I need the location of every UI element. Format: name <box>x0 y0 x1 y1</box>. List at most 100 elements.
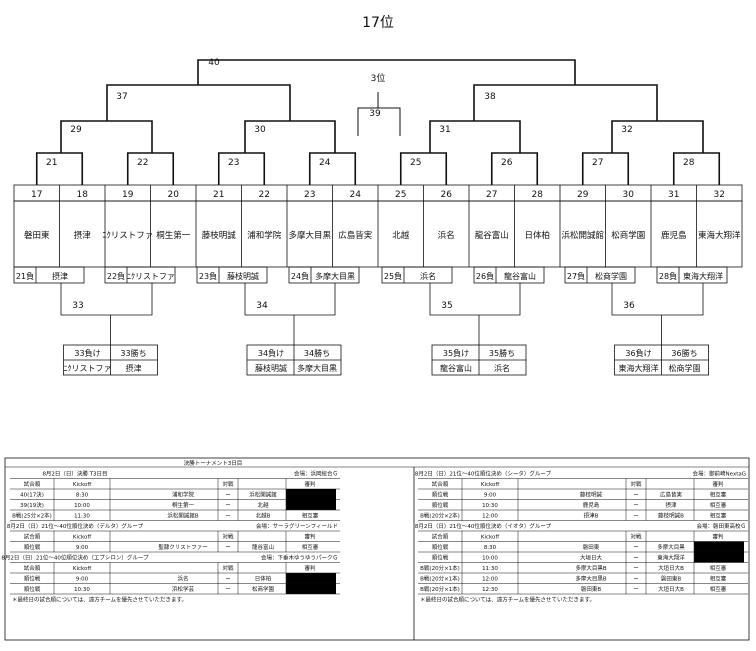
cell-order: 順位戦 <box>24 543 41 551</box>
cell-vs: ー <box>633 556 639 562</box>
cell-referee: 相互審 <box>710 585 727 593</box>
consolation-line-35 <box>429 283 521 316</box>
consolation-lose-team: 龍谷富山 <box>440 363 472 373</box>
bracket-title: 17位 <box>362 15 394 31</box>
col-match: 対戦 <box>630 533 642 541</box>
consolation-lose-label: 36負け <box>625 348 651 358</box>
cell-away-team: 東海大翔洋 <box>657 554 685 562</box>
seed-number: 29 <box>577 190 589 200</box>
match-number-32: 32 <box>621 125 632 135</box>
cell-home-team: 多摩大目黒B <box>575 575 607 583</box>
cell-vs: ー <box>225 493 231 499</box>
block-venue: 会場：磐田東高校Ｇ <box>696 522 746 530</box>
seed-number: 26 <box>441 190 453 200</box>
block-venue: 会場：浜岡総合Ｇ <box>294 470 338 478</box>
block-date: 8月2日（日）21位～40位順位決め（エプシロン）グループ <box>1 554 149 562</box>
consolation-line-33 <box>60 283 153 316</box>
round1-line-22 <box>126 152 175 185</box>
team-name: 広島皆実 <box>338 230 373 241</box>
semi-line-37 <box>106 84 291 121</box>
cell-away-team: 摂津 <box>665 501 677 509</box>
cell-kickoff: 10:30 <box>482 503 498 509</box>
block-venue: 会場：下垂木ゆうゆうパークＧ <box>261 554 338 562</box>
cell-referee: 相互審 <box>710 512 727 520</box>
cell-kickoff: 12:30 <box>482 587 498 593</box>
consolation-line-36 <box>611 283 704 316</box>
schedule-frame <box>4 457 750 641</box>
match-number-22: 22 <box>137 158 148 168</box>
consolation-win-team: 多摩大目黒 <box>297 363 337 373</box>
match-number-24: 24 <box>319 158 331 168</box>
loser-label: 24負 <box>291 271 309 281</box>
quarter-line-29 <box>60 120 153 153</box>
match-number-25: 25 <box>410 158 421 168</box>
consolation-lose-label: 33負け <box>74 348 100 358</box>
col-order: 試合順 <box>24 480 41 488</box>
team-name: 日体柏 <box>524 230 550 241</box>
cell-vs: ー <box>225 577 231 583</box>
cell-referee: 相互審 <box>302 512 319 520</box>
cell-kickoff: 9:00 <box>484 493 497 499</box>
cell-vs: ー <box>633 493 639 499</box>
loser-team: 浜名 <box>420 271 436 281</box>
cell-away-team: 大垣日大B <box>658 564 684 572</box>
col-referee: 審判 <box>304 564 315 572</box>
match-number-28: 28 <box>683 158 695 168</box>
team-name: 藤枝明誠 <box>202 230 237 241</box>
seed-number: 27 <box>486 190 497 200</box>
cell-order: 順位戦 <box>24 585 41 593</box>
cell-home-team: 浜松学芸 <box>172 585 195 593</box>
col-order: 試合順 <box>432 480 449 488</box>
round1-line-23 <box>217 152 266 185</box>
cell-kickoff: 11:30 <box>482 566 498 572</box>
loser-box <box>104 266 176 284</box>
cell-away-team: 多摩大目黒 <box>657 543 685 551</box>
match-number-38: 38 <box>484 92 496 102</box>
col-match: 対戦 <box>222 533 234 541</box>
semi-line-38 <box>473 84 658 121</box>
cell-vs: ー <box>225 587 231 593</box>
round1-line-28 <box>672 152 721 185</box>
seed-number: 17 <box>31 190 42 200</box>
cell-home-team: 多摩大目黒B <box>575 564 607 572</box>
col-kickoff: Kickoff <box>481 535 500 541</box>
block-date: 8月2日（日）21位～40位順位決め（デルタ）グループ <box>7 522 144 530</box>
block-date: 8月2日（日）21位～40位順位決め（イオタ）グループ <box>415 522 552 530</box>
referee-black-cell <box>286 489 336 500</box>
left-note: ＊最終日の試合順については、遠方チームを優先させていただきます。 <box>12 596 187 604</box>
cell-home-team: 摂津B <box>584 512 599 520</box>
loser-team: 摂津 <box>52 271 68 281</box>
referee-black-cell <box>286 499 336 510</box>
team-name: 松商学園 <box>611 230 645 241</box>
round1-line-26 <box>490 152 539 185</box>
cell-kickoff: 10:00 <box>482 556 498 562</box>
cell-home-team: 桐生第一 <box>172 501 195 509</box>
loser-team: 多摩大目黒 <box>315 271 355 281</box>
cell-away-team: 北越B <box>256 512 271 520</box>
referee-black-cell <box>694 552 744 563</box>
loser-label: 21負 <box>16 271 34 281</box>
seed-number: 21 <box>213 190 224 200</box>
cell-referee: 相互審 <box>710 501 727 509</box>
consolation-lose-label: 35負け <box>443 348 469 358</box>
cell-order: B戦(25分×2本) <box>12 512 52 520</box>
col-kickoff: Kickoff <box>73 482 92 488</box>
block-venue: 会場：御前崎NextaG <box>693 470 746 478</box>
loser-box <box>564 266 636 284</box>
cell-home-team: 磐田東 <box>583 543 600 551</box>
referee-black-cell <box>286 583 336 594</box>
consolation-lose-team: 東海大翔洋 <box>619 363 659 373</box>
cell-referee: 相互審 <box>710 575 727 583</box>
team-name: 浜名 <box>438 230 455 241</box>
cell-vs: ー <box>633 587 639 593</box>
cell-kickoff: 9:00 <box>76 577 89 583</box>
third-place-line <box>357 107 401 136</box>
cell-referee: 相互審 <box>710 564 727 572</box>
quarter-line-31 <box>429 120 521 153</box>
match-number-34: 34 <box>256 301 268 311</box>
cell-away-team: 大垣日大B <box>658 585 684 593</box>
cell-away-team: 日体柏 <box>255 575 272 583</box>
cell-away-team: 広島皆実 <box>660 491 683 499</box>
seed-number: 23 <box>304 190 315 200</box>
